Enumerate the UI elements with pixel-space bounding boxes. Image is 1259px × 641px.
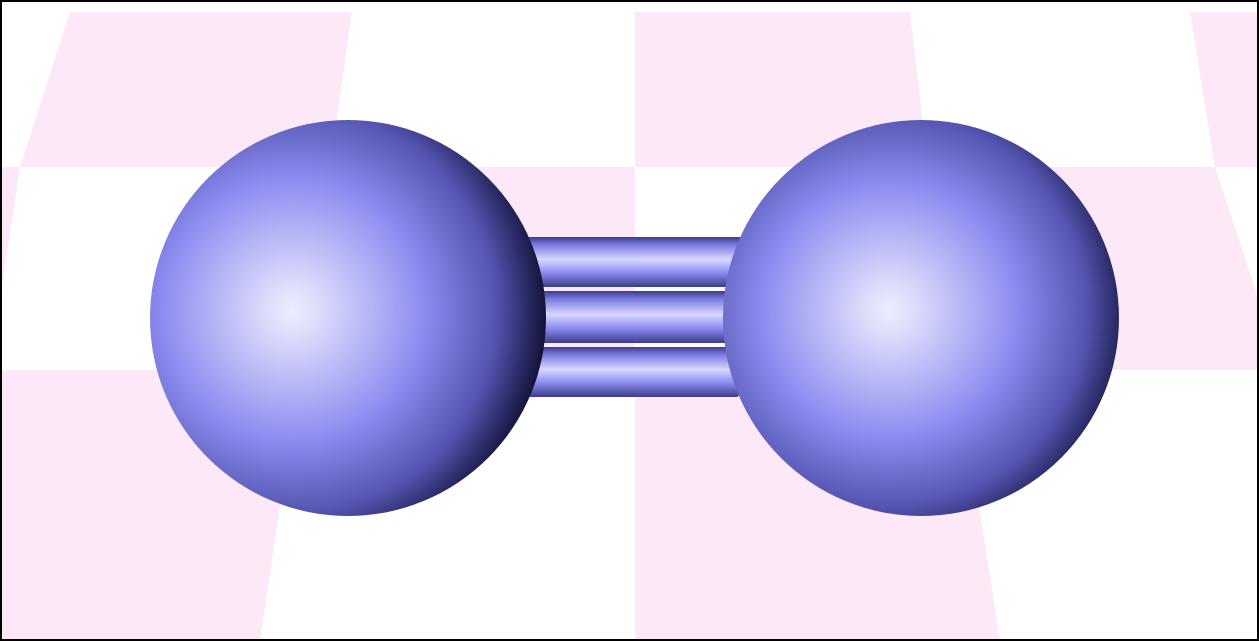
right-atom (723, 120, 1119, 516)
triple-bond (515, 237, 765, 397)
floor-tile (20, 12, 352, 167)
left-atom (150, 120, 546, 516)
bond-cylinder-2 (522, 291, 742, 343)
floor-tile (635, 12, 928, 167)
floor-tile (1190, 12, 1257, 167)
bond-cylinder-3 (526, 347, 740, 397)
floor-tile (2, 167, 20, 287)
bond-cylinder-1 (515, 237, 755, 287)
